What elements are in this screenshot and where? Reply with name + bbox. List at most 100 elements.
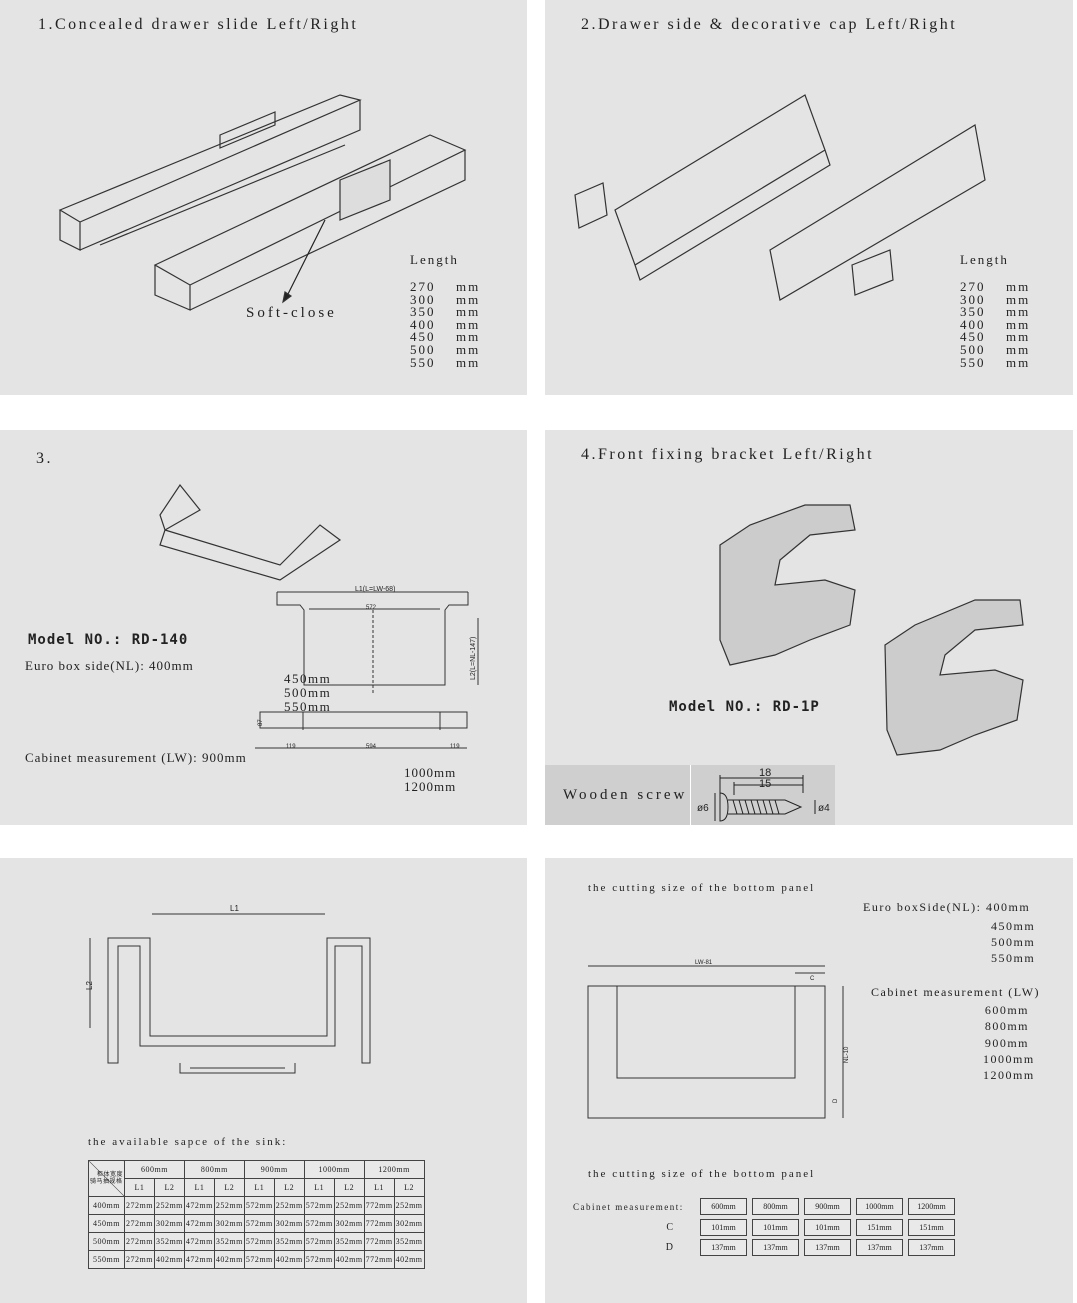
value-cell: 402mm — [333, 1250, 365, 1269]
value-cell: 402mm — [393, 1250, 425, 1269]
dim-c: C — [810, 976, 815, 982]
value-cell: 302mm — [213, 1214, 245, 1233]
cabinet-measurement-label: Cabinet measurement (LW) — [871, 985, 1041, 999]
value-cell: 252mm — [333, 1196, 365, 1215]
nl-cell: 400mm — [88, 1196, 125, 1215]
dim-572: 572 — [366, 605, 377, 611]
value-cell: 572mm — [303, 1214, 335, 1233]
wooden-screw-label: Wooden screw — [563, 787, 688, 803]
dim-d: D — [833, 1098, 839, 1103]
value-cell: 572mm — [303, 1232, 335, 1251]
dim-18: 18 — [759, 767, 771, 779]
value-cell: 302mm — [273, 1214, 305, 1233]
panel-title: 2.Drawer side & decorative cap Left/Righ… — [581, 16, 958, 33]
value-cell: 572mm — [303, 1250, 335, 1269]
cabinet-measurement: Cabinet measurement (LW): 900mm — [25, 750, 247, 765]
wooden-screw-drawing: 18 15 ø6 ø4 — [697, 767, 830, 822]
sink-space-drawing: L1 L2 — [85, 904, 371, 1074]
value-cell: 772mm — [363, 1232, 395, 1251]
panel-rd140: 3. L1(L=LW-68) 572 L2(L=NL-147) 87 119 5… — [0, 430, 527, 825]
value-cell: 272mm — [124, 1250, 155, 1269]
value-cell: 572mm — [303, 1196, 335, 1215]
panel-bottom-panel: the cutting size of the bottom panel Eur… — [545, 858, 1073, 1303]
panel-drawer-side: 2.Drawer side & decorative cap Left/Righ… — [545, 0, 1073, 395]
value-cell: 272mm — [124, 1232, 155, 1251]
value-cell: 252mm — [213, 1196, 245, 1215]
value-cell: 572mm — [243, 1214, 275, 1233]
dim-119-left: 119 — [286, 744, 296, 750]
length-label: Length — [960, 252, 1009, 267]
value-cell: 472mm — [183, 1214, 215, 1233]
dim-594: 594 — [366, 744, 377, 750]
value-cell: 352mm — [213, 1232, 245, 1251]
drawer-side-illustration — [574, 94, 986, 301]
value-cell: 272mm — [124, 1214, 155, 1233]
value-cell: 472mm — [183, 1250, 215, 1269]
panel-sink-space: L1 L2 the available sapce of the sink: 柜… — [0, 858, 527, 1303]
dim-shank-diameter: ø4 — [818, 803, 830, 814]
soft-close-label: Soft-close — [246, 305, 337, 321]
value-cell: 352mm — [393, 1232, 425, 1251]
value-cell: 772mm — [363, 1250, 395, 1269]
sink-table-title: the available sapce of the sink: — [88, 1136, 288, 1148]
cutting-size-heading-2: the cutting size of the bottom panel — [588, 1168, 816, 1180]
nl-cell: 550mm — [88, 1250, 125, 1269]
value-cell: 572mm — [243, 1250, 275, 1269]
value-cell: 772mm — [363, 1214, 395, 1233]
value-cell: 302mm — [153, 1214, 185, 1233]
dim-15: 15 — [759, 778, 771, 790]
value-cell: 472mm — [183, 1196, 215, 1215]
value-cell: 402mm — [273, 1250, 305, 1269]
value-cell: 272mm — [124, 1196, 155, 1215]
panel-front-bracket: 4.Front fixing bracket Left/Right Model … — [545, 430, 1073, 825]
value-cell: 402mm — [153, 1250, 185, 1269]
panel-title: 1.Concealed drawer slide Left/Right — [38, 16, 359, 33]
value-cell: 252mm — [153, 1196, 185, 1215]
euro-box-side: Euro box side(NL): 400mm — [25, 658, 194, 673]
dim-l1: L1(L=LW-68) — [355, 586, 395, 593]
value-cell: 772mm — [363, 1196, 395, 1215]
value-cell: 352mm — [153, 1232, 185, 1251]
bracket-rail-illustration — [159, 483, 342, 581]
cutting-size-heading: the cutting size of the bottom panel — [588, 882, 816, 894]
drawer-slide-illustration — [58, 94, 467, 311]
value-cell: 302mm — [393, 1214, 425, 1233]
dim-head-diameter: ø6 — [697, 803, 709, 814]
panel-title: 4.Front fixing bracket Left/Right — [581, 446, 875, 463]
value-cell: 252mm — [393, 1196, 425, 1215]
value-cell: 352mm — [333, 1232, 365, 1251]
euro-box-side: Euro boxSide(NL): 400mm — [863, 900, 1031, 914]
dim-87: 87 — [258, 719, 264, 726]
value-cell: 572mm — [243, 1196, 275, 1215]
dim-nl: NL-10 — [844, 1046, 850, 1063]
dim-119-right: 119 — [450, 744, 460, 750]
value-cell: 472mm — [183, 1232, 215, 1251]
value-cell: 402mm — [213, 1250, 245, 1269]
bottom-panel-drawing: LW-81 C NL-10 D — [587, 960, 850, 1119]
dim-l2: L2(L=NL-147) — [470, 637, 477, 680]
panel-title: 3. — [36, 450, 53, 467]
front-bracket-illustration — [719, 504, 1024, 756]
rd140-dimension-drawing: L1(L=LW-68) 572 L2(L=NL-147) 87 119 594 … — [255, 586, 479, 750]
nl-cell: 450mm — [88, 1214, 125, 1233]
nl-cell: 500mm — [88, 1232, 125, 1251]
wooden-screw-box: Wooden screw 18 15 ø6 ø4 — [545, 765, 835, 825]
length-label: Length — [410, 252, 459, 267]
value-cell: 352mm — [273, 1232, 305, 1251]
dim-l2: L2 — [85, 981, 94, 990]
value-cell: 572mm — [243, 1232, 275, 1251]
